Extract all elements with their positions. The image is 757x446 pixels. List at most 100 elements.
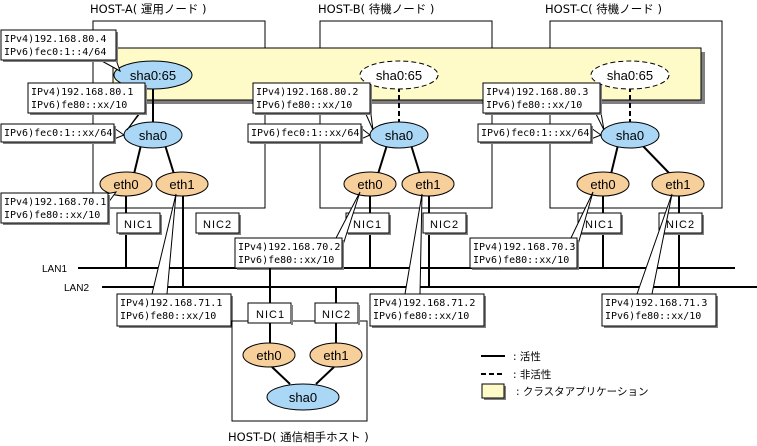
host-d-nic1-label: NIC1 bbox=[256, 309, 285, 321]
host-d-eth0-label: eth0 bbox=[256, 348, 281, 363]
host-d: NIC1 NIC2 eth0 eth1 sha0 HOST-D( 通信相手ホスト… bbox=[228, 268, 369, 444]
host-c-eth1-callout-line-2: IPv6)fe80::xx/10 bbox=[605, 311, 701, 322]
host-c-eth1-callout-box bbox=[601, 293, 717, 327]
host-a-eth1-label: eth1 bbox=[169, 177, 194, 192]
host-a-sha0-ipv6-callout-line-1: IPv6)fec0:1::xx/64 bbox=[4, 128, 112, 139]
host-c-nic1-label: NIC1 bbox=[585, 219, 614, 231]
lan1-label: LAN1 bbox=[42, 264, 67, 275]
host-a-virtual-sha0-65-label: sha0:65 bbox=[130, 68, 176, 83]
host-a-sha0-callout-box bbox=[27, 82, 146, 114]
host-a-title: HOST-A( 運用ノード ) bbox=[90, 2, 207, 16]
host-b-eth1-callout-line-2: IPv6)fe80::xx/10 bbox=[373, 311, 469, 322]
host-b-eth0-label: eth0 bbox=[357, 177, 382, 192]
host-a-nic2 bbox=[195, 212, 240, 234]
host-d-nic2-shadow bbox=[358, 305, 360, 325]
host-d-eth1-label: eth1 bbox=[323, 348, 348, 363]
host-b-sha0-eth0-link bbox=[377, 144, 388, 175]
host-c-eth1-label: eth1 bbox=[665, 177, 690, 192]
host-c-nic2-label: NIC2 bbox=[666, 219, 695, 231]
host-a-virtual-sha0-65 bbox=[113, 60, 193, 90]
host-a-nic1-label: NIC1 bbox=[124, 219, 153, 231]
host-a-sha0-ipv6-callout-box bbox=[0, 123, 115, 143]
host-c-eth1-callout-line-1: IPv4)192.168.71.3 bbox=[605, 298, 707, 309]
host-a-eth1-callout-line-1: IPv4)192.168.71.1 bbox=[120, 298, 222, 309]
host-c-sha0-ipv6-callout-line-1: IPv6)fec0:1::xx/64 bbox=[481, 128, 589, 139]
host-b-sha0-eth1-link bbox=[410, 144, 421, 175]
host-a-sha0-callout-line-2: IPv6)fe80::xx/10 bbox=[31, 100, 127, 111]
host-c-sha0-label: sha0 bbox=[616, 128, 644, 143]
host-b-eth1-label: eth1 bbox=[415, 177, 440, 192]
host-b-nic2 bbox=[422, 212, 467, 234]
host-c-eth1 bbox=[651, 171, 705, 197]
host-a-eth0-callout-box bbox=[0, 192, 109, 224]
legend: : 活性 : 非活性 : クラスタアプリケーション bbox=[481, 350, 648, 400]
host-b-eth1-callout-box bbox=[369, 293, 485, 327]
host-c-nic2 bbox=[658, 212, 703, 234]
host-a-eth1 bbox=[155, 171, 209, 197]
host-c-eth0-callout-line-2: IPv6)fe80::xx/10 bbox=[473, 255, 569, 266]
host-d-nic2-label: NIC2 bbox=[322, 309, 351, 321]
host-d-nic1-shadow bbox=[291, 305, 293, 325]
host-a-sha0-label: sha0 bbox=[139, 128, 167, 143]
host-c-title: HOST-C( 待機ノード ) bbox=[545, 2, 662, 16]
host-b-eth1-callout-line-1: IPv4)192.168.71.2 bbox=[373, 298, 475, 309]
host-b-virtual-sha0-65 bbox=[359, 60, 439, 90]
host-a-nic2-label: NIC2 bbox=[203, 219, 232, 231]
host-b-sha0-callout-box bbox=[252, 82, 371, 114]
legend-inactive-label: : 非活性 bbox=[513, 368, 551, 381]
host-b-eth1 bbox=[401, 171, 455, 197]
host-c-sha0-eth0-link bbox=[610, 144, 619, 175]
host-d-title: HOST-D( 通信相手ホスト ) bbox=[228, 430, 369, 444]
host-b-eth1-callout-pointer bbox=[404, 193, 423, 295]
host-c-sha0-eth1-link bbox=[641, 144, 671, 175]
host-a-eth0-callout-line-2: IPv6)fe80::xx/10 bbox=[4, 210, 100, 221]
host-a-virtual-callout-line-1: IPv4)192.168.80.4 bbox=[4, 34, 106, 45]
host-a-virtual-callout-box bbox=[0, 29, 117, 61]
host-b-sha0-callout-line-2: IPv6)fe80::xx/10 bbox=[256, 100, 352, 111]
host-a-virtual-callout-line-2: IPv6)fec0:1::4/64 bbox=[4, 47, 106, 58]
host-a-eth1-callout-box bbox=[116, 293, 232, 327]
host-d-eth1 bbox=[309, 342, 363, 368]
host-c-sha0-callout-line-1: IPv4)192.168.80.3 bbox=[486, 87, 588, 98]
host-c-sha0-callout-line-2: IPv6)fe80::xx/10 bbox=[486, 100, 582, 111]
host-b-eth0-callout-line-1: IPv4)192.168.70.2 bbox=[238, 242, 340, 253]
host-c-eth0-label: eth0 bbox=[590, 177, 615, 192]
host-c-eth1-callout-pointer bbox=[636, 193, 673, 295]
host-a-eth1-callout-line-2: IPv6)fe80::xx/10 bbox=[120, 311, 216, 322]
host-c-virtual-sha0-65-label: sha0:65 bbox=[607, 68, 653, 83]
host-c-eth0 bbox=[576, 171, 630, 197]
legend-app-swatch bbox=[481, 383, 505, 399]
host-a-eth0-callout-line-1: IPv4)192.168.70.1 bbox=[4, 197, 106, 208]
host-b-sha0-callout-line-1: IPv4)192.168.80.2 bbox=[256, 87, 358, 98]
host-d-eth0 bbox=[242, 342, 296, 368]
host-a-sha0-eth1-link bbox=[164, 144, 175, 175]
host-a-nic1 bbox=[116, 212, 161, 234]
host-c-virtual-sha0-65 bbox=[590, 60, 670, 90]
host-b-sha0-label: sha0 bbox=[385, 128, 413, 143]
host-d-sha0-label: sha0 bbox=[289, 390, 317, 405]
host-c-eth0-callout-box bbox=[469, 237, 578, 269]
host-b-virtual-sha0-65-label: sha0:65 bbox=[376, 68, 422, 83]
host-b-nic2-label: NIC2 bbox=[430, 219, 459, 231]
legend-app-label: : クラスタアプリケーション bbox=[516, 386, 648, 398]
host-d-eth1-sha0-link bbox=[315, 366, 335, 385]
lan2-label: LAN2 bbox=[64, 283, 89, 294]
legend-active-label: : 活性 bbox=[513, 350, 541, 363]
host-d-sha0 bbox=[266, 383, 340, 411]
host-a-eth0 bbox=[99, 171, 153, 197]
host-a-eth1-callout-pointer bbox=[151, 193, 177, 295]
host-c-sha0-ipv6-callout-box bbox=[477, 123, 592, 143]
host-a-eth0-label: eth0 bbox=[113, 177, 138, 192]
host-a-sha0-eth0-link bbox=[133, 144, 142, 175]
host-d-eth0-sha0-link bbox=[271, 366, 291, 385]
host-c-sha0-callout-box bbox=[482, 82, 601, 114]
host-b-eth0 bbox=[343, 171, 397, 197]
host-b-sha0-ipv6-callout-box bbox=[247, 123, 362, 143]
host-b-eth0-callout-box bbox=[234, 237, 343, 269]
host-b-eth0-callout-line-2: IPv6)fe80::xx/10 bbox=[238, 255, 334, 266]
host-b-sha0-ipv6-callout-line-1: IPv6)fec0:1::xx/64 bbox=[251, 128, 359, 139]
host-b-title: HOST-B( 待機ノード ) bbox=[318, 2, 434, 16]
host-b-nic1-label: NIC1 bbox=[353, 219, 382, 231]
host-a-sha0-callout-line-1: IPv4)192.168.80.1 bbox=[31, 87, 133, 98]
